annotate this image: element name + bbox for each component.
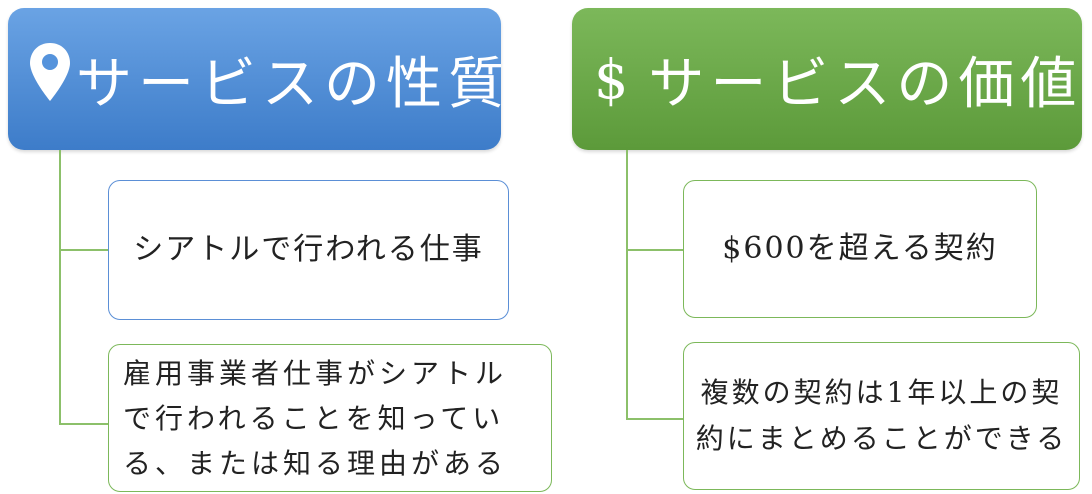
dollar-icon: $ [594,47,635,111]
item-text: 雇用事業者仕事がシアトルで行われることを知っている、または知る理由がある [123,356,508,480]
right-connector-vertical [626,150,628,420]
left-connector-vertical [59,150,61,424]
service-value-item: 複数の契約は1年以上の契約にまとめることができる [683,342,1080,490]
item-text: シアトルで行われる仕事 [133,232,484,267]
service-nature-item: 雇用事業者仕事がシアトルで行われることを知っている、または知る理由がある [108,344,552,492]
service-value-header: $ サービスの価値 [572,8,1082,150]
location-pin-icon [28,41,72,117]
item-text: $600を超える契約 [722,231,998,266]
item-text: 複数の契約は1年以上の契約にまとめることができる [695,376,1068,455]
right-connector-branch-1 [626,249,683,251]
right-connector-branch-2 [626,418,683,420]
left-connector-branch-2 [59,423,108,425]
service-nature-item: シアトルで行われる仕事 [108,180,509,320]
service-nature-title: サービスの性質 [76,51,510,117]
service-nature-header: サービスの性質 [8,8,504,150]
left-connector-branch-1 [59,249,108,251]
service-value-item: $600を超える契約 [683,180,1037,318]
service-value-title: サービスの価値 [648,51,1083,117]
